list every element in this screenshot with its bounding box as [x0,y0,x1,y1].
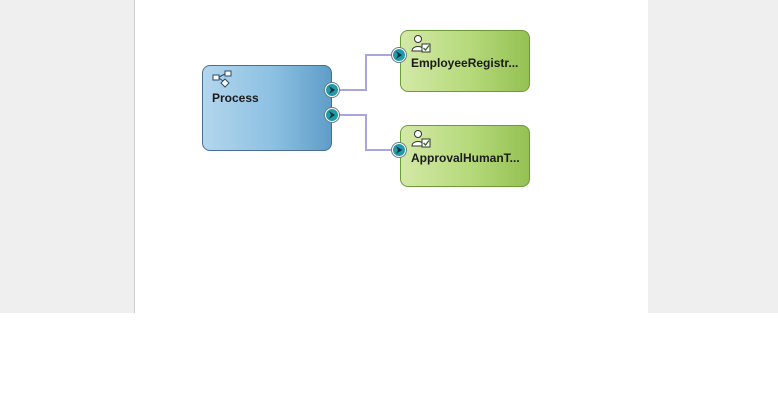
process-reference-port-1[interactable] [324,82,340,98]
approval-human-task[interactable]: ApprovalHumanT... [400,125,530,187]
employee-registration-task[interactable]: EmployeeRegistr... [400,30,530,92]
process-reference-port-2[interactable] [324,107,340,123]
canvas-right-margin [648,0,778,313]
composite-canvas[interactable] [134,0,649,313]
human-task-icon [411,129,433,154]
approval-human-task-label: ApprovalHumanT... [411,151,520,165]
employee-registration-service-port[interactable] [391,47,407,63]
process-label: Process [212,91,259,105]
approval-human-task-service-port[interactable] [391,142,407,158]
employee-registration-label: EmployeeRegistr... [411,56,519,70]
process-component[interactable]: Process [202,65,332,151]
human-task-icon [411,34,433,59]
process-flow-icon [212,70,234,93]
canvas-left-margin [0,0,134,313]
canvas-bottom-area [0,313,778,409]
